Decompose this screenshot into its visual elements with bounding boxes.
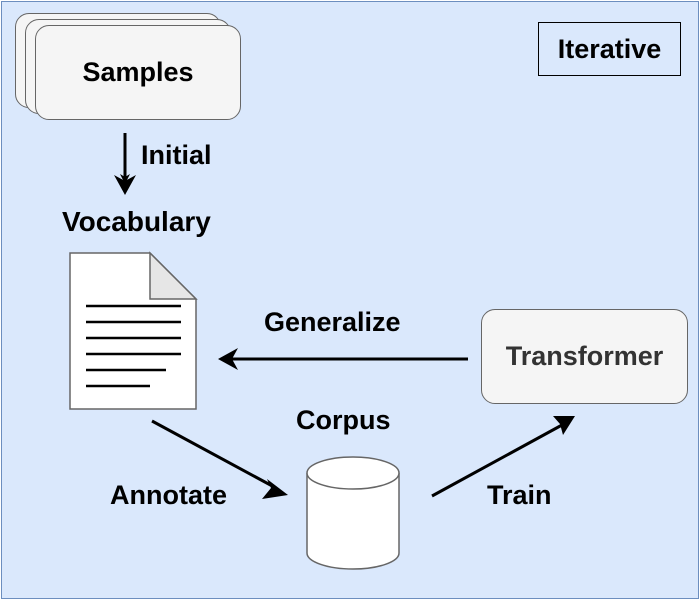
corpus-label: Corpus <box>296 405 391 435</box>
vocabulary-document-icon <box>69 251 198 410</box>
transformer-node: Transformer <box>481 309 688 404</box>
train-label: Train <box>487 480 552 510</box>
train-arrow <box>431 423 563 498</box>
annotate-label: Annotate <box>110 480 227 510</box>
iterative-badge: Iterative <box>538 22 681 76</box>
samples-card-front <box>35 25 241 120</box>
corpus-database-icon <box>306 456 400 570</box>
vocabulary-label: Vocabulary <box>62 206 211 237</box>
generalize-label: Generalize <box>264 307 401 337</box>
annotate-arrowhead <box>262 479 288 499</box>
initial-label: Initial <box>141 140 212 170</box>
train-arrowhead <box>553 416 575 435</box>
initial-arrowhead <box>114 175 136 195</box>
samples-label: Samples <box>82 57 194 87</box>
generalize-arrowhead <box>218 348 238 370</box>
annotate-arrow <box>151 419 277 490</box>
